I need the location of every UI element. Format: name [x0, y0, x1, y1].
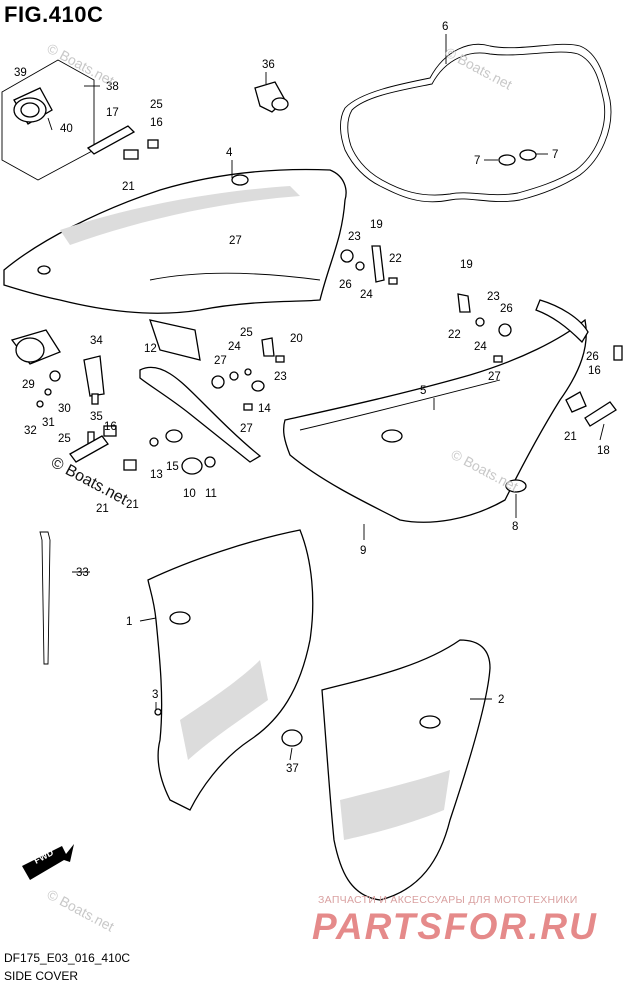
- callout-24b: 24: [474, 341, 487, 353]
- plug-7b: [519, 149, 537, 161]
- callout-7b: 7: [552, 149, 558, 161]
- callout-18: 18: [597, 445, 610, 457]
- section-name: SIDE COVER: [4, 969, 79, 983]
- assembly-box-37: [1, 59, 95, 181]
- callout-39: 40: [60, 123, 73, 135]
- callout-11: 11: [205, 488, 217, 500]
- callout-26c: 27: [214, 355, 227, 367]
- model-code: DF175_E03_016_410C: [4, 951, 131, 965]
- callout-4: 4: [226, 147, 233, 159]
- hardware-right-upper: [340, 245, 398, 285]
- callout-28: 29: [22, 379, 35, 391]
- callout-23c: 24: [228, 341, 241, 353]
- cable-tie-32: [39, 531, 51, 665]
- callout-9: 9: [360, 545, 366, 557]
- callout-10: 10: [183, 488, 196, 500]
- grommet-36: [281, 729, 303, 747]
- callout-16c: 16: [588, 365, 601, 377]
- side-cover-2: [321, 639, 491, 901]
- callout-24c: 25: [240, 327, 253, 339]
- plug-7a: [498, 154, 516, 166]
- grommet-35: [254, 81, 289, 113]
- upper-cover-4: [3, 168, 347, 314]
- callout-21c: 21: [564, 431, 577, 443]
- callout-21a: 21: [122, 181, 135, 193]
- callout-22b: 22: [448, 329, 461, 341]
- callout-1: 1: [126, 616, 132, 628]
- callout-30: 31: [42, 417, 55, 429]
- callout-26a: 26: [339, 279, 352, 291]
- bracket-12: [139, 319, 262, 463]
- callout-25b: 25: [58, 433, 71, 445]
- small-hardware-left: [36, 337, 285, 475]
- callout-38: 39: [14, 67, 27, 79]
- callout-12: 12: [144, 343, 157, 355]
- callout-6: 6: [442, 21, 448, 33]
- callout-33: 34: [90, 335, 103, 347]
- callout-19b: 19: [460, 259, 473, 271]
- leader-lines: [72, 34, 605, 761]
- callout-16a: 16: [150, 117, 163, 129]
- callout-32: 33: [76, 567, 89, 579]
- seal-ring-6: [340, 43, 612, 203]
- callout-16b: 16: [104, 421, 117, 433]
- bracket-33: [83, 355, 105, 397]
- callout-2: 2: [498, 694, 504, 706]
- callout-20: 21: [96, 503, 109, 515]
- hardware-right-lower: [457, 293, 623, 427]
- callout-14: 14: [258, 403, 271, 415]
- callout-labels: 1 2 3 4 5 6 7 7 8 9 10 11 12 13 14 15 16…: [14, 21, 610, 775]
- callout-19a: 19: [370, 219, 383, 231]
- callout-35: 36: [262, 59, 275, 71]
- side-cover-1: [147, 529, 314, 811]
- fwd-arrow-icon: FWD: [22, 844, 74, 880]
- callout-24a: 24: [360, 289, 373, 301]
- callout-26b: 26: [500, 303, 513, 315]
- grommet-28: [10, 329, 61, 365]
- callout-23b: 23: [487, 291, 500, 303]
- callout-7a: 7: [474, 155, 480, 167]
- callout-27c: 27: [240, 423, 253, 435]
- callout-27b: 27: [488, 371, 501, 383]
- brand-logo: PARTSFOR.RU: [312, 906, 598, 947]
- callout-22c: 23: [274, 371, 287, 383]
- callout-15: 15: [166, 461, 179, 473]
- callout-22a: 22: [389, 253, 402, 265]
- callout-34: 35: [90, 411, 103, 423]
- callout-23a: 23: [348, 231, 361, 243]
- callout-17: 17: [106, 107, 119, 119]
- callout-5: 5: [420, 385, 426, 397]
- callout-8: 8: [512, 521, 518, 533]
- callout-21b: 21: [126, 499, 139, 511]
- callout-3: 3: [152, 689, 158, 701]
- callout-31: 32: [24, 425, 37, 437]
- lower-cover-5: [283, 299, 589, 523]
- callout-13: 13: [150, 469, 163, 481]
- callout-25a: 25: [150, 99, 163, 111]
- figure-title: FIG.410C: [4, 2, 104, 27]
- callout-37: 38: [106, 81, 119, 93]
- callout-27a: 27: [229, 235, 242, 247]
- clip-17-top: [86, 125, 159, 160]
- brand-subtitle: ЗАПЧАСТИ И АКСЕССУАРЫ ДЛЯ МОТОТЕХНИКИ: [318, 894, 578, 906]
- callout-19c: 20: [290, 333, 303, 345]
- callout-25c: 26: [586, 351, 599, 363]
- callout-29: 30: [58, 403, 71, 415]
- callout-36: 37: [286, 763, 299, 775]
